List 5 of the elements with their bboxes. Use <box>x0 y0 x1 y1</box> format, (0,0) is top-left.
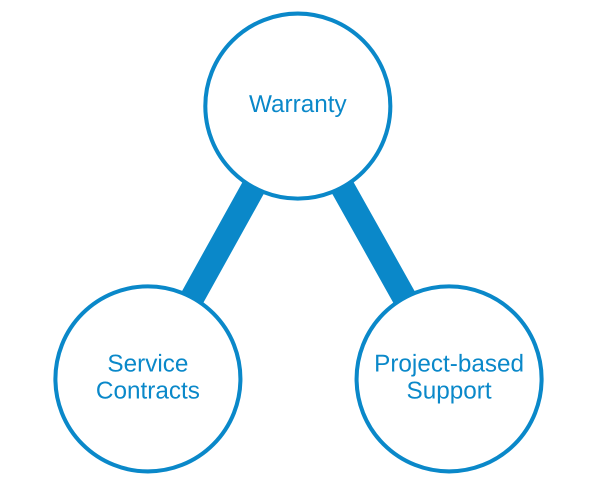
connector <box>182 182 264 304</box>
node-circle: Service Contracts <box>53 284 242 474</box>
node-circle: Project-based Support <box>354 284 544 474</box>
connector <box>332 181 416 304</box>
node-circle: Warranty <box>203 12 392 201</box>
